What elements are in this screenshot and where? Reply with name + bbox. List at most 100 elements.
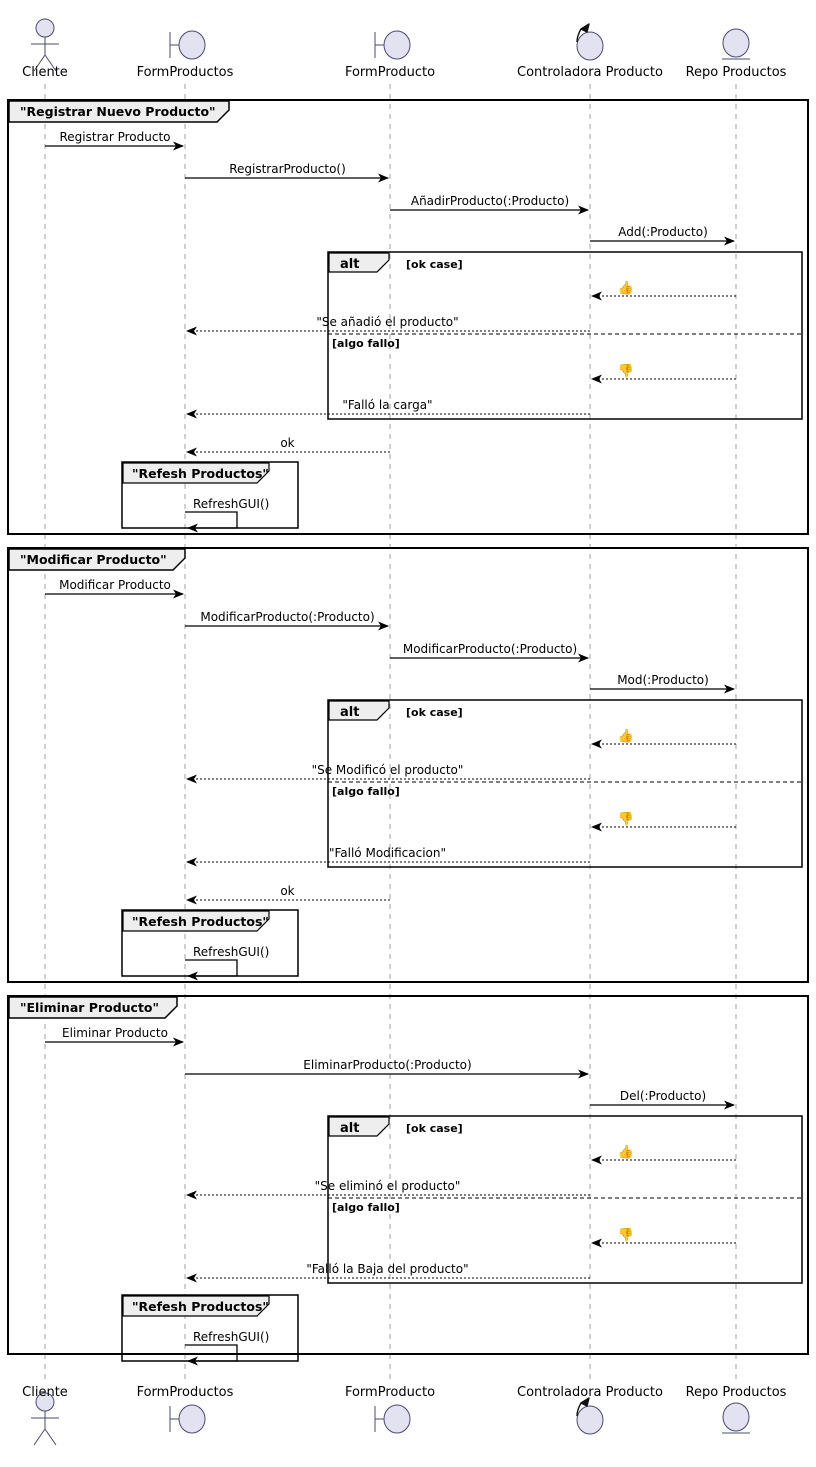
entity-icon xyxy=(722,28,750,60)
nested-frame-title: "Refesh Productos" xyxy=(132,914,269,929)
participant-foot-controladora[interactable]: Controladora Producto xyxy=(517,1385,663,1435)
message-registrar[interactable]: Add(:Producto) xyxy=(590,225,735,246)
frame-registrar[interactable]: "Registrar Nuevo Producto" xyxy=(7,99,809,535)
participant-label-formproducto: FormProducto xyxy=(345,65,435,80)
alt-keyword: alt xyxy=(340,257,359,272)
participant-foot-cliente[interactable]: Cliente xyxy=(22,1385,68,1446)
alt-guard-condition: [ok case] xyxy=(406,258,463,271)
self-message-refreshgui[interactable]: RefreshGUI() xyxy=(185,1330,269,1366)
message-registrar[interactable]: RegistrarProducto() xyxy=(185,162,389,183)
frame-header-eliminar: "Eliminar Producto" xyxy=(8,996,178,1019)
message-label: "Falló Modificacion" xyxy=(329,846,446,860)
message-label: RegistrarProducto() xyxy=(229,162,346,176)
participant-foot-formproducto[interactable]: FormProducto xyxy=(345,1385,435,1434)
frame-modificar[interactable]: "Modificar Producto" xyxy=(7,547,809,983)
message-registrar[interactable]: 👎 xyxy=(591,363,736,384)
participant-feet-layer: Cliente FormProductos FormProducto Controla… xyxy=(22,1385,787,1446)
alt-keyword: alt xyxy=(340,705,359,720)
message-eliminar[interactable]: EliminarProducto(:Producto) xyxy=(185,1058,589,1079)
alt-fragment-eliminar[interactable]: alt[ok case][algo fallo] xyxy=(327,1115,803,1284)
message-eliminar[interactable]: 👎 xyxy=(591,1227,736,1248)
participant-label-repo: Repo Productos xyxy=(686,1385,787,1400)
message-modificar[interactable]: ok xyxy=(186,884,390,905)
message-label: "Se Modificó el producto" xyxy=(312,763,464,777)
thumbs-down-icon: 👎 xyxy=(618,1227,634,1243)
message-registrar[interactable]: AñadirProducto(:Producto) xyxy=(390,194,589,215)
participant-label-cliente: Cliente xyxy=(22,1385,68,1400)
message-label: Registrar Producto xyxy=(59,130,170,144)
alt-fragment-modificar[interactable]: alt[ok case][algo fallo] xyxy=(327,699,803,868)
message-registrar[interactable]: 👍 xyxy=(591,280,736,301)
participant-label-controladora: Controladora Producto xyxy=(517,65,663,80)
alt-fragment-registrar[interactable]: alt[ok case][algo fallo] xyxy=(327,251,803,420)
message-label: RefreshGUI() xyxy=(193,1330,269,1344)
boundary-icon xyxy=(169,1404,206,1434)
message-eliminar[interactable]: Eliminar Producto xyxy=(45,1026,184,1047)
message-modificar[interactable]: ModificarProducto(:Producto) xyxy=(390,642,589,663)
nested-frame-refresh-modificar[interactable]: "Refesh Productos" xyxy=(121,909,299,977)
message-label: Add(:Producto) xyxy=(618,225,708,239)
alt-guard-condition: [ok case] xyxy=(406,1122,463,1135)
message-modificar[interactable]: 👍 xyxy=(591,728,736,749)
message-eliminar[interactable]: 👍 xyxy=(591,1144,736,1165)
thumbs-up-icon: 👍 xyxy=(618,728,634,744)
thumbs-down-icon: 👎 xyxy=(618,811,634,827)
boundary-icon xyxy=(169,30,206,60)
lifelines-layer xyxy=(44,84,737,1380)
message-eliminar[interactable]: "Se eliminó el producto" xyxy=(186,1179,590,1200)
message-registrar[interactable]: "Se añadió el producto" xyxy=(186,315,590,336)
actor-stickman-icon xyxy=(31,1392,59,1446)
participant-head-repo[interactable]: Repo Productos xyxy=(686,28,787,80)
message-eliminar[interactable]: "Falló la Baja del producto" xyxy=(186,1262,590,1283)
frame-title: "Modificar Producto" xyxy=(20,552,167,567)
participant-foot-formproductos[interactable]: FormProductos xyxy=(137,1385,234,1434)
control-icon xyxy=(576,23,604,61)
boundary-icon xyxy=(374,1404,411,1434)
participant-head-formproductos[interactable]: FormProductos xyxy=(137,30,234,80)
message-registrar[interactable]: "Falló la carga" xyxy=(186,398,590,419)
self-message-refreshgui[interactable]: RefreshGUI() xyxy=(185,497,269,533)
message-label: RefreshGUI() xyxy=(193,497,269,511)
message-label: Del(:Producto) xyxy=(620,1089,706,1103)
message-label: EliminarProducto(:Producto) xyxy=(303,1058,471,1072)
message-label: ModificarProducto(:Producto) xyxy=(403,642,577,656)
message-label: RefreshGUI() xyxy=(193,945,269,959)
participant-label-formproductos: FormProductos xyxy=(137,1385,234,1400)
frame-header-modificar: "Modificar Producto" xyxy=(8,548,186,571)
message-modificar[interactable]: Mod(:Producto) xyxy=(590,673,735,694)
message-label: "Falló la carga" xyxy=(342,398,432,412)
message-label: Modificar Producto xyxy=(59,578,171,592)
message-modificar[interactable]: 👎 xyxy=(591,811,736,832)
message-modificar[interactable]: "Se Modificó el producto" xyxy=(186,763,590,784)
actor-stickman-icon xyxy=(31,18,59,72)
participant-head-controladora[interactable]: Controladora Producto xyxy=(517,23,663,80)
frame-header-registrar: "Registrar Nuevo Producto" xyxy=(8,100,230,123)
frame-eliminar[interactable]: "Eliminar Producto" xyxy=(7,995,809,1355)
message-modificar[interactable]: "Falló Modificacion" xyxy=(186,846,590,867)
thumbs-down-icon: 👎 xyxy=(618,363,634,379)
participant-label-repo: Repo Productos xyxy=(686,65,787,80)
message-label: "Se eliminó el producto" xyxy=(315,1179,461,1193)
thumbs-up-icon: 👍 xyxy=(618,280,634,296)
self-message-refreshgui[interactable]: RefreshGUI() xyxy=(185,945,269,981)
message-label: ok xyxy=(280,436,294,450)
participant-head-formproducto[interactable]: FormProducto xyxy=(345,30,435,80)
message-modificar[interactable]: Modificar Producto xyxy=(45,578,184,599)
nested-frame-refresh-registrar[interactable]: "Refesh Productos" xyxy=(121,461,299,529)
nested-frame-title: "Refesh Productos" xyxy=(132,466,269,481)
participant-label-controladora: Controladora Producto xyxy=(517,1385,663,1400)
message-eliminar[interactable]: Del(:Producto) xyxy=(590,1089,735,1110)
message-registrar[interactable]: ok xyxy=(186,436,390,457)
message-registrar[interactable]: Registrar Producto xyxy=(45,130,184,151)
message-modificar[interactable]: ModificarProducto(:Producto) xyxy=(185,610,389,631)
alt-guard-condition: [algo fallo] xyxy=(332,1201,400,1214)
participant-head-cliente[interactable]: Cliente xyxy=(22,18,68,80)
nested-frame-refresh-eliminar[interactable]: "Refesh Productos" xyxy=(121,1294,299,1362)
nested-frame-title: "Refesh Productos" xyxy=(132,1299,269,1314)
participant-foot-repo[interactable]: Repo Productos xyxy=(686,1385,787,1434)
alt-guard-condition: [algo fallo] xyxy=(332,785,400,798)
participant-label-formproducto: FormProducto xyxy=(345,1385,435,1400)
entity-icon xyxy=(722,1402,750,1434)
